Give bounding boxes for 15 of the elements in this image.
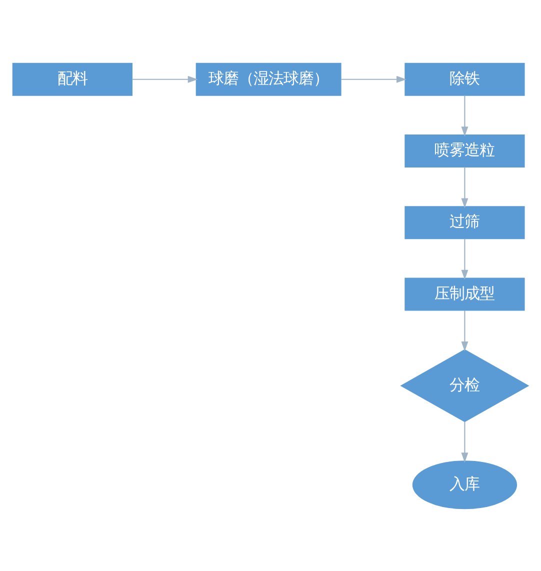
node-box: 配料 [12, 62, 132, 96]
arrow [461, 421, 468, 462]
node-box: 压制成型 [404, 277, 525, 310]
node-diamond: 分检 [400, 348, 530, 422]
arrow [340, 75, 406, 82]
arrow [132, 75, 198, 82]
arrow [461, 95, 468, 136]
node-box: 除铁 [404, 62, 525, 96]
arrow [461, 238, 468, 280]
node-box: 喷雾造粒 [404, 134, 525, 168]
node-box: 球磨（湿法球磨） [196, 62, 342, 96]
arrow [461, 166, 468, 208]
node-box: 过筛 [404, 206, 525, 239]
node-ellipse: 入库 [412, 460, 518, 509]
arrow [461, 310, 468, 351]
